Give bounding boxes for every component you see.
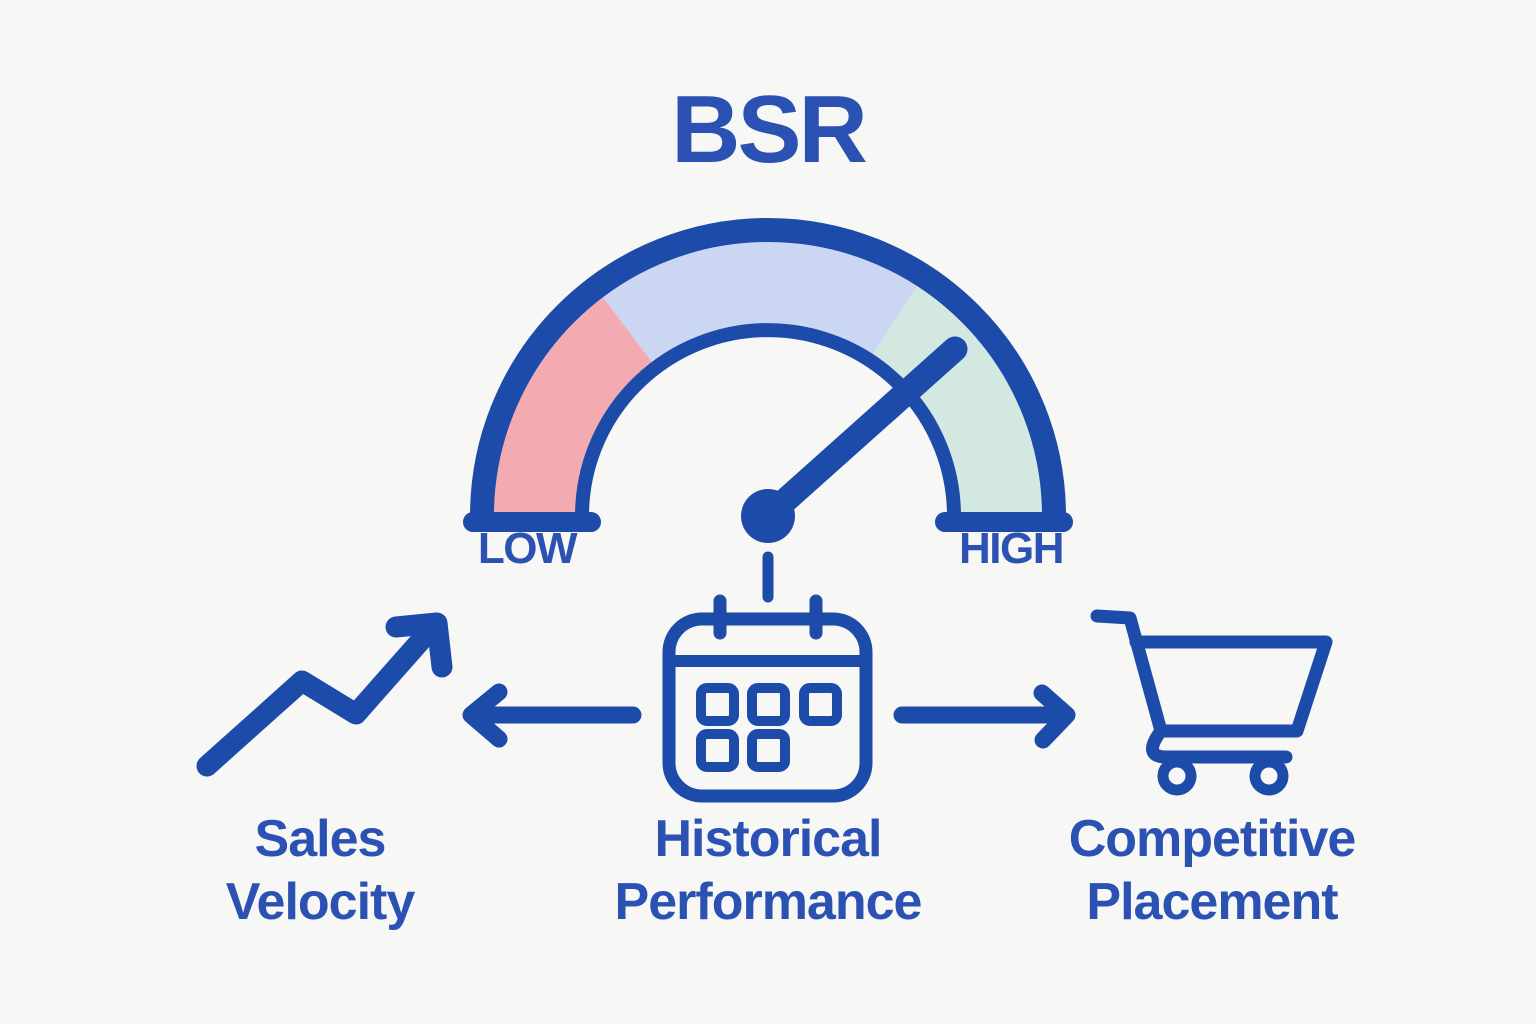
cart-wheel-right [1249,756,1289,796]
trend-arrowhead [385,612,453,678]
cart-bottom-bar [1146,724,1293,764]
gauge-inner-arc [575,323,961,517]
gauge-needle [755,336,968,529]
factor-label-historical-performance: Historical Performance [614,810,923,932]
factor-label-sales-velocity: Sales Velocity [225,810,416,932]
shopping-cart-icon [1090,609,1333,796]
gauge-segment-mid [603,242,918,366]
calendar-cell-5 [747,729,790,772]
calendar-body [662,612,873,803]
gauge-meter [463,218,1073,603]
trending-up-icon [196,612,453,777]
cart-frame [1090,609,1333,738]
calendar-cell-3 [799,683,842,726]
page-title: BSR [671,76,868,183]
gauge-outer-arc [470,218,1066,517]
gauge-low-label: LOW [477,524,578,573]
factor-label-competitive-placement: Competitive Placement [1068,810,1357,932]
gauge-hub [741,489,795,543]
calendar-cell-2 [747,683,790,726]
arrow-left-icon [462,683,642,748]
gauge-segment-low [494,297,655,516]
calendar-icon [662,594,873,803]
gauge-high-label: HIGH [959,524,1065,573]
trend-line [196,618,442,777]
gauge-segment-high [870,286,1042,516]
arrow-left-head [462,683,508,748]
calendar-cell-1 [696,683,739,726]
cart-wheel-left [1157,756,1197,796]
calendar-cell-4 [696,729,739,772]
arrow-right-head [1033,684,1076,749]
arrow-right-icon [893,684,1076,749]
